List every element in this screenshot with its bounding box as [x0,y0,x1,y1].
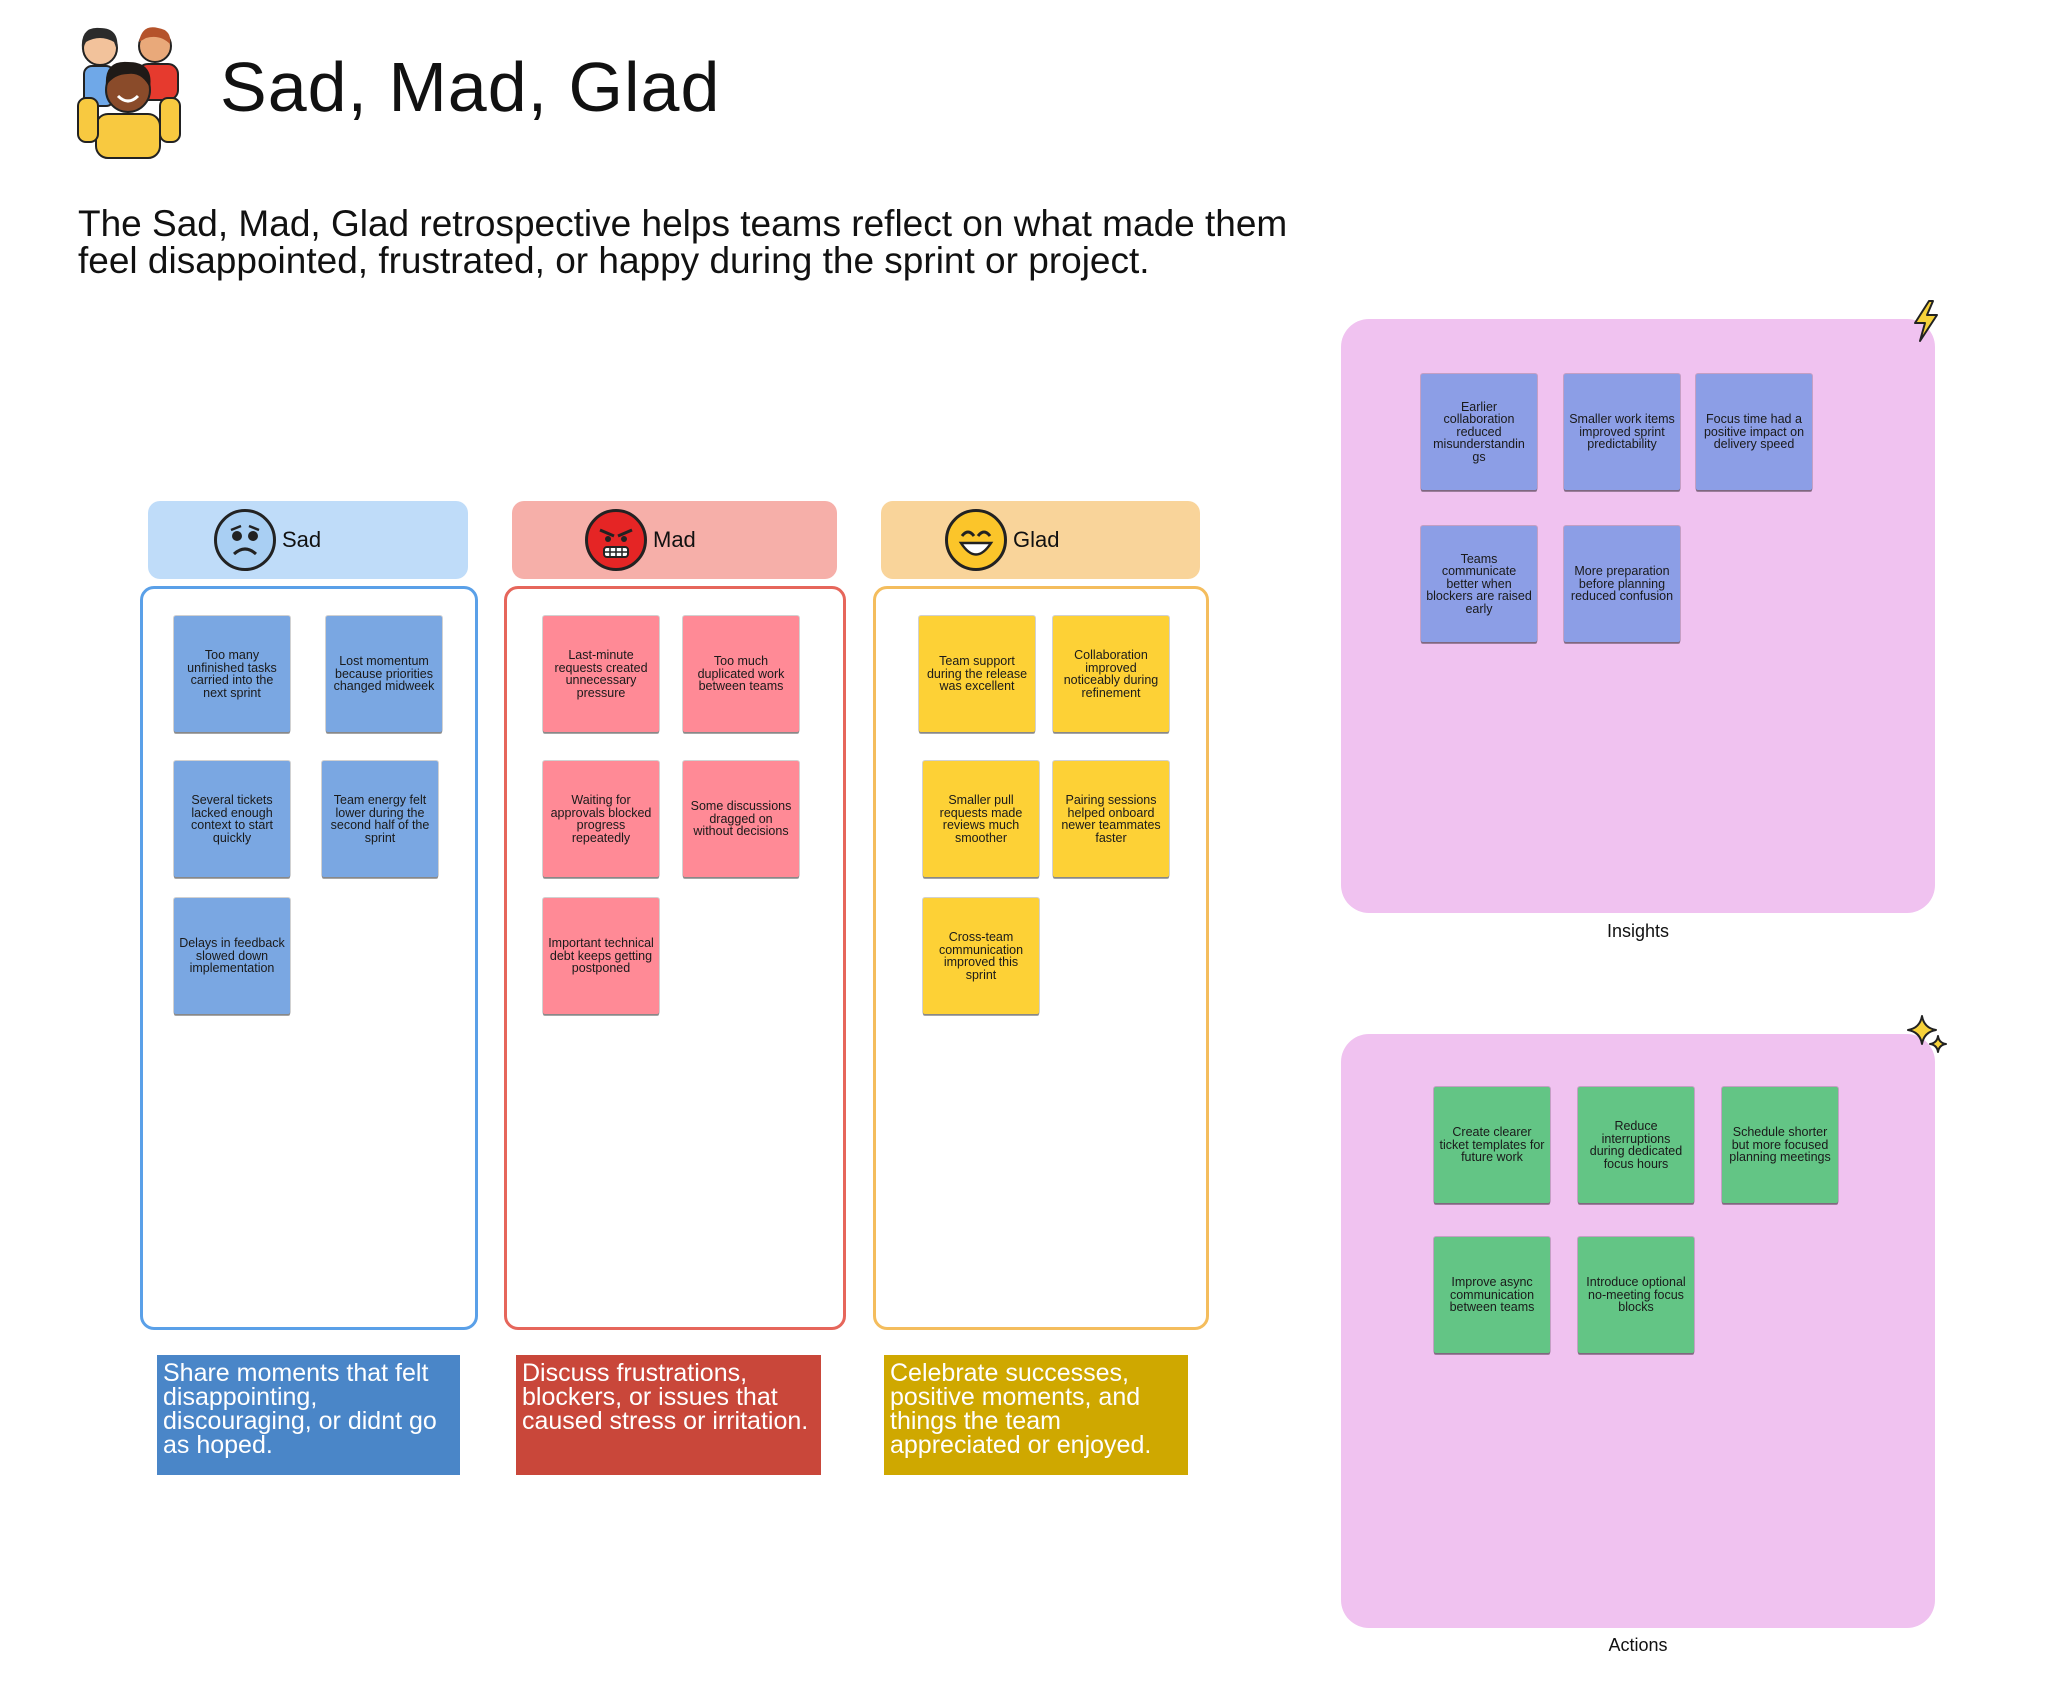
sticky-note[interactable]: Important technical debt keeps getting p… [543,898,659,1014]
sad-column-header[interactable]: Sad [148,501,468,579]
board-description-line: The Sad, Mad, Glad retrospective helps t… [78,203,1288,244]
sticky-note[interactable]: Introduce optional no-meeting focus bloc… [1578,1237,1694,1353]
mad-column-description: Discuss frustrations, blockers, or issue… [516,1355,821,1475]
sticky-note[interactable]: Create clearer ticket templates for futu… [1434,1087,1550,1203]
glad-column-label: Glad [1013,527,1060,552]
sticky-note[interactable]: Team support during the release was exce… [919,616,1035,732]
sad-column-description: Share moments that felt disappointing, d… [157,1355,460,1475]
board-description: The Sad, Mad, Glad retrospective helps t… [78,205,1478,279]
page-title: Sad, Mad, Glad [220,48,721,126]
team-illustration [70,20,185,160]
mad-column-header[interactable]: Mad [512,501,837,579]
glad-column-description: Celebrate successes, positive moments, a… [884,1355,1188,1475]
sticky-note[interactable]: Waiting for approvals blocked progress r… [543,761,659,877]
sticky-note[interactable]: Team energy felt lower during the second… [322,761,438,877]
sad-column-label: Sad [282,527,322,552]
sparkle-icon [1906,1014,1948,1056]
board-description-line: feel disappointed, frustrated, or happy … [78,240,1150,281]
sad-face-icon [214,509,276,571]
sticky-note[interactable]: Delays in feedback slowed down implement… [174,898,290,1014]
sticky-note[interactable]: Smaller work items improved sprint predi… [1564,374,1680,490]
actions-label: Actions [1608,1635,1668,1655]
sticky-note[interactable]: Earlier collaboration reduced misunderst… [1421,374,1537,490]
happy-face-icon [945,509,1007,571]
sticky-note[interactable]: Last-minute requests created unnecessary… [543,616,659,732]
sticky-note[interactable]: Pairing sessions helped onboard newer te… [1053,761,1169,877]
mad-column-label: Mad [653,527,696,552]
sticky-note[interactable]: Focus time had a positive impact on deli… [1696,374,1812,490]
sticky-note[interactable]: Some discussions dragged on without deci… [683,761,799,877]
insights-label: Insights [1606,921,1670,941]
glad-column-header[interactable]: Glad [881,501,1200,579]
sticky-note[interactable]: Too many unfinished tasks carried into t… [174,616,290,732]
sticky-note[interactable]: Reduce interruptions during dedicated fo… [1578,1087,1694,1203]
sticky-note[interactable]: Smaller pull requests made reviews much … [923,761,1039,877]
sticky-note[interactable]: Too much duplicated work between teams [683,616,799,732]
angry-face-icon [585,509,647,571]
sticky-note[interactable]: Cross-team communication improved this s… [923,898,1039,1014]
sticky-note[interactable]: Collaboration improved noticeably during… [1053,616,1169,732]
sticky-note[interactable]: Schedule shorter but more focused planni… [1722,1087,1838,1203]
sticky-note[interactable]: Improve async communication between team… [1434,1237,1550,1353]
sticky-note[interactable]: Teams communicate better when blockers a… [1421,526,1537,642]
sticky-note[interactable]: Several tickets lacked enough context to… [174,761,290,877]
sticky-note[interactable]: Lost momentum because priorities changed… [326,616,442,732]
lightning-icon [1911,299,1941,343]
sticky-note[interactable]: More preparation before planning reduced… [1564,526,1680,642]
